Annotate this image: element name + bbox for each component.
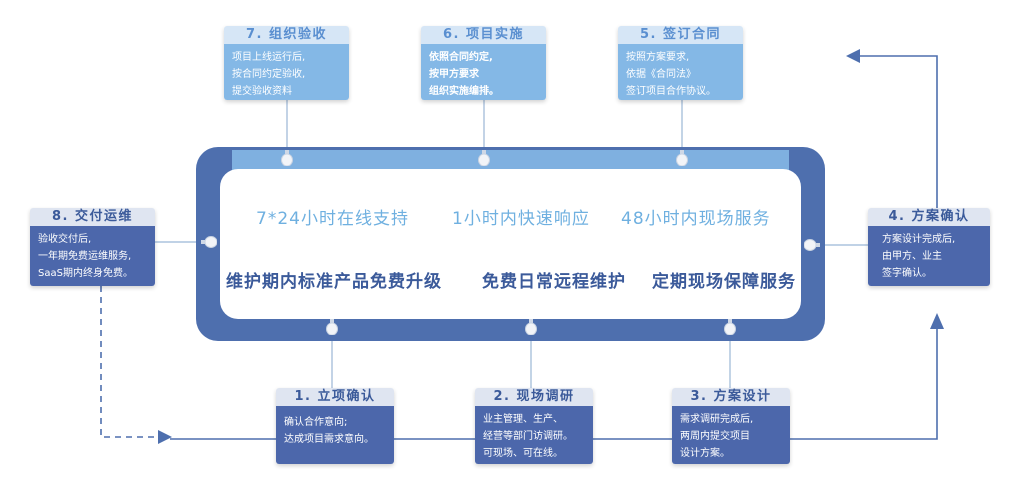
step-4-line-1: 方案设计完成后, (882, 234, 956, 245)
loop-bottom-right-line (170, 327, 938, 440)
step-1-card: 1. 立项确认 确认合作意向; 达成项目需求意向。 (276, 388, 394, 464)
service-free-upgrade: 维护期内标准产品免费升级 (226, 272, 442, 292)
step-8-card: 8. 交付运维 验收交付后, 一年期免费运维服务, SaaS期内终身免费。 (30, 208, 155, 286)
step-1-line-1: 确认合作意向; (284, 417, 348, 428)
service-frame (196, 147, 825, 341)
service-remote-maintenance: 免费日常远程维护 (482, 272, 626, 292)
step-4-line-3: 签字确认。 (882, 268, 932, 279)
step-1-line-2: 达成项目需求意向。 (284, 434, 374, 445)
step-4-title: 4. 方案确认 (868, 208, 990, 226)
step-2-line-1: 业主管理、生产、 (483, 414, 563, 425)
step-8-line-3: SaaS期内终身免费。 (38, 268, 133, 279)
step-2-card: 2. 现场调研 业主管理、生产、 经营等部门访调研。 可现场、可在线。 (475, 388, 593, 464)
step-2-line-2: 经营等部门访调研。 (483, 431, 573, 442)
step-5-line-1: 按照方案要求, (626, 52, 690, 63)
step-7-title: 7. 组织验收 (224, 26, 349, 44)
frame-inner-panel (220, 169, 801, 319)
bulb-icon (201, 236, 217, 248)
service-onsite-48h: 48小时内现场服务 (621, 209, 771, 229)
bulb-icon (281, 150, 293, 166)
step-2-title: 2. 现场调研 (475, 388, 593, 406)
step-3-line-2: 两周内提交项目 (680, 431, 750, 442)
step-6-card: 6. 项目实施 依照合同约定, 按甲方要求 组织实施编排。 (421, 26, 546, 100)
step-6-line-3: 组织实施编排。 (429, 86, 499, 97)
step-3-card: 3. 方案设计 需求调研完成后, 两周内提交项目 设计方案。 (672, 388, 790, 464)
service-fast-response: 1小时内快速响应 (452, 209, 590, 229)
dashed-return-line (100, 286, 160, 438)
step-7-line-3: 提交验收资料 (232, 86, 292, 97)
step-8-line-1: 验收交付后, (38, 234, 92, 245)
frame-top-band (232, 150, 789, 172)
service-online-support: 7*24小时在线支持 (256, 209, 409, 229)
step-5-title: 5. 签订合同 (618, 26, 743, 44)
arrow-up-icon (930, 313, 944, 329)
step-6-title: 6. 项目实施 (421, 26, 546, 44)
bulb-icon (724, 319, 736, 335)
step-7-line-2: 按合同约定验收, (232, 69, 306, 80)
step-3-title: 3. 方案设计 (672, 388, 790, 406)
step-5-card: 5. 签订合同 按照方案要求, 依据《合同法》 签订项目合作协议。 (618, 26, 743, 100)
step-5-line-3: 签订项目合作协议。 (626, 86, 716, 97)
step-7-card: 7. 组织验收 项目上线运行后, 按合同约定验收, 提交验收资料 (224, 26, 349, 100)
bulb-icon (676, 150, 688, 166)
step-4-card: 4. 方案确认 方案设计完成后, 由甲方、业主 签字确认。 (868, 208, 990, 286)
step-6-line-1: 依照合同约定, (429, 52, 493, 63)
step-8-title: 8. 交付运维 (30, 208, 155, 226)
bulb-icon (525, 319, 537, 335)
loop-right-top-line (854, 55, 938, 262)
step-1-title: 1. 立项确认 (276, 388, 394, 406)
step-2-line-3: 可现场、可在线。 (483, 448, 563, 459)
bulb-icon (478, 150, 490, 166)
step-3-line-3: 设计方案。 (680, 448, 730, 459)
arrow-right-icon (158, 430, 172, 444)
bulb-icon (804, 239, 820, 251)
step-6-line-2: 按甲方要求 (429, 69, 479, 80)
service-onsite-guarantee: 定期现场保障服务 (652, 272, 796, 292)
step-3-line-1: 需求调研完成后, (680, 414, 754, 425)
step-5-line-2: 依据《合同法》 (626, 69, 696, 80)
step-8-line-2: 一年期免费运维服务, (38, 251, 132, 262)
step-4-line-2: 由甲方、业主 (882, 251, 942, 262)
step-7-line-1: 项目上线运行后, (232, 52, 306, 63)
bulb-icon (326, 319, 338, 335)
arrow-left-icon (846, 49, 860, 63)
